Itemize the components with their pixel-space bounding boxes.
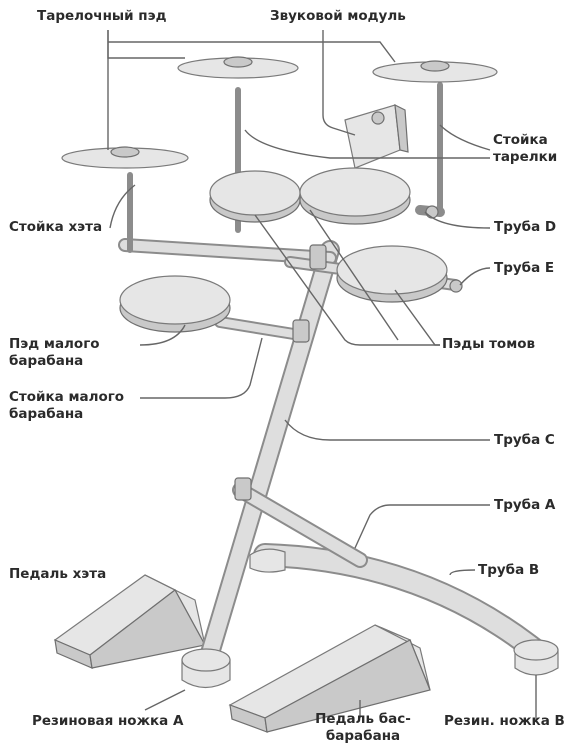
label-tom-pads: Пэды томов bbox=[442, 336, 535, 353]
hihat-pedal bbox=[55, 575, 205, 668]
label-rubber-foot-a: Резиновая ножка A bbox=[32, 713, 183, 730]
label-snare-pad: Пэд малого барабана bbox=[9, 336, 100, 370]
label-hihat-stand: Стойка хэта bbox=[9, 219, 102, 236]
pipe-a bbox=[250, 549, 285, 572]
label-pipe-a: Труба A bbox=[494, 497, 555, 514]
rubber-foot-b bbox=[514, 640, 558, 675]
label-hihat-pedal: Педаль хэта bbox=[9, 566, 106, 583]
rubber-foot-a bbox=[182, 649, 230, 688]
label-rubber-foot-b: Резин. ножка B bbox=[444, 713, 565, 730]
snare-pad bbox=[120, 276, 230, 332]
label-pipe-d: Труба D bbox=[494, 219, 556, 236]
cymbal-pads bbox=[62, 57, 497, 168]
label-pipe-e: Труба E bbox=[494, 260, 554, 277]
label-pipe-c: Труба C bbox=[494, 432, 555, 449]
label-cymbal-pad: Тарелочный пэд bbox=[37, 8, 167, 25]
label-cymbal-stand: Стойка тарелки bbox=[493, 132, 557, 166]
label-pipe-b: Труба B bbox=[478, 562, 539, 579]
label-kick-pedal: Педаль бас- барабана bbox=[308, 711, 418, 745]
label-sound-module: Звуковой модуль bbox=[270, 8, 406, 25]
label-snare-stand: Стойка малого барабана bbox=[9, 389, 124, 423]
